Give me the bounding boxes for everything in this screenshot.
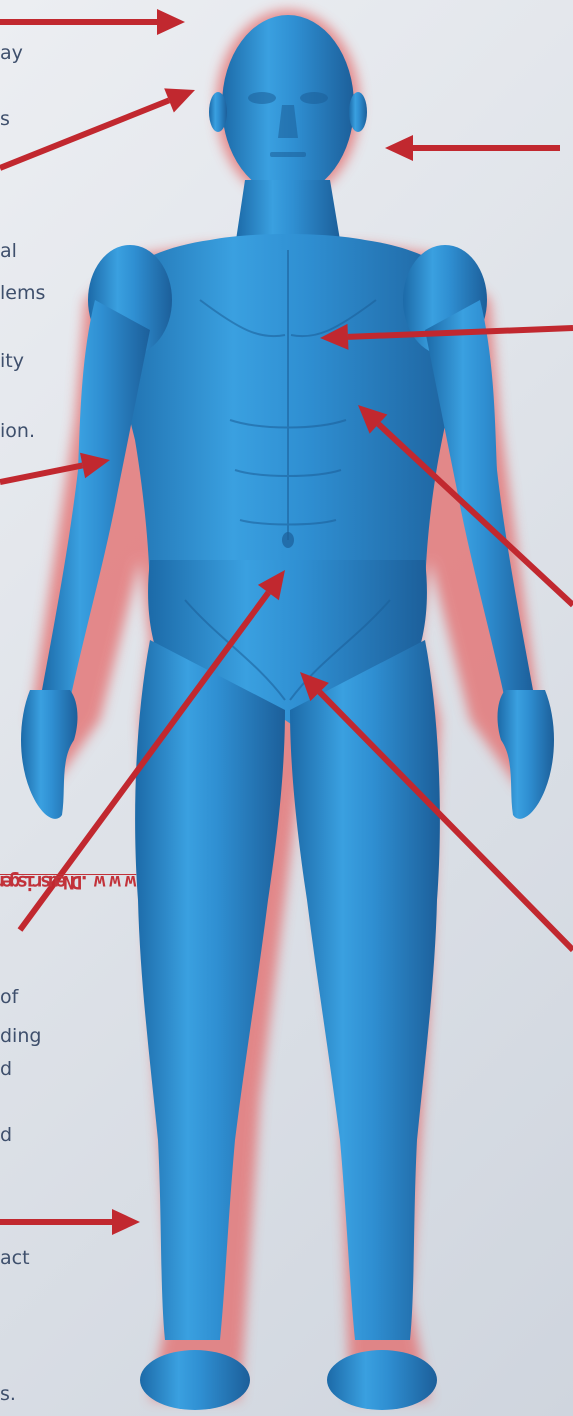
text-fragment: ion. <box>0 420 35 442</box>
text-fragment: d <box>0 1058 12 1080</box>
design-credit: Design by: www.Nurseland.net <box>246 862 306 1402</box>
text-fragment: of <box>0 986 18 1008</box>
text-fragment: s <box>0 108 10 130</box>
text-fragment: al <box>0 240 17 262</box>
arrow-head <box>385 135 413 161</box>
text-fragment: act <box>0 1247 30 1269</box>
text-fragment: ay <box>0 42 23 64</box>
text-fragment: ding <box>0 1025 41 1047</box>
text-fragment: d <box>0 1124 12 1146</box>
arrow-head <box>112 1209 140 1235</box>
text-fragment: lems <box>0 282 45 304</box>
credit-website-link[interactable]: www.Nurseland.net <box>0 871 275 893</box>
text-fragment: ity <box>0 350 24 372</box>
arrow-shaft <box>0 100 169 168</box>
arrow-head <box>157 9 185 35</box>
text-fragment: s. <box>0 1383 16 1405</box>
